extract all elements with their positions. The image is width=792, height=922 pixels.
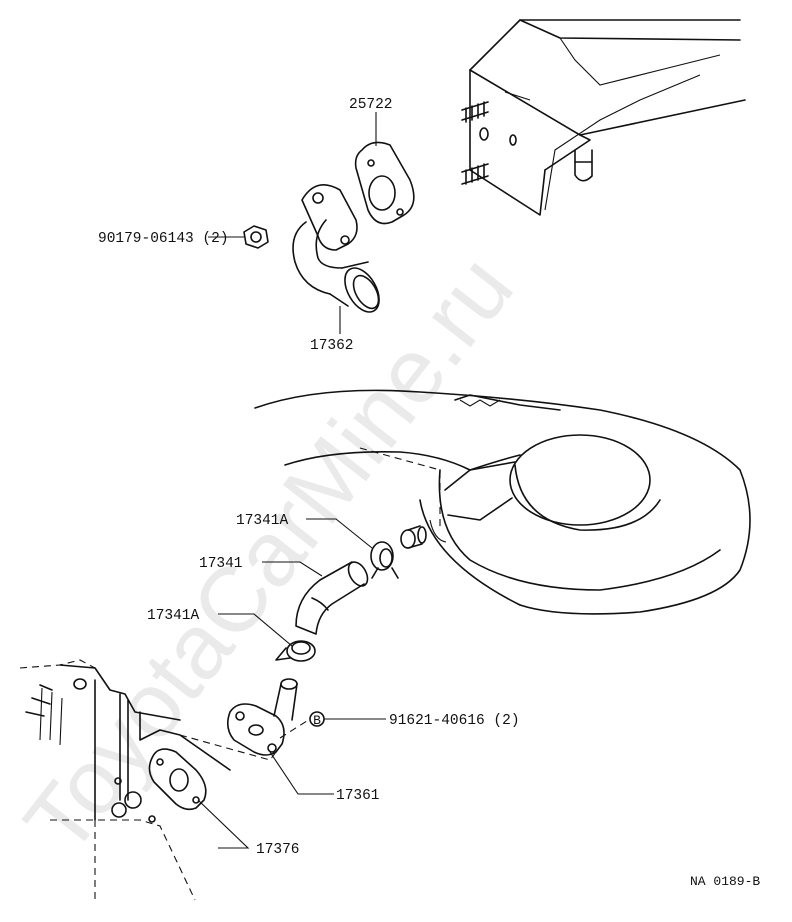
clamp-lower — [275, 640, 316, 662]
label-25722: 25722 — [349, 97, 393, 113]
clamp-upper — [370, 541, 399, 579]
nut-90179 — [243, 225, 269, 249]
label-90179-06143: 90179-06143 (2) — [98, 231, 229, 247]
label-17361: 17361 — [336, 788, 380, 804]
label-17341a-lower: 17341A — [147, 608, 200, 624]
label-17341: 17341 — [199, 556, 243, 572]
hose-cap — [400, 525, 427, 549]
watermark: ToyotaCarMine.ru — [5, 237, 532, 872]
gasket-25722 — [354, 141, 415, 225]
exhaust-manifold-block — [461, 19, 746, 216]
pipe-17362 — [292, 184, 380, 313]
label-17376: 17376 — [256, 842, 300, 858]
pipe-17361 — [226, 678, 298, 756]
leader-lines — [197, 112, 386, 849]
bolt-symbol: B — [309, 711, 325, 728]
label-17362: 17362 — [310, 338, 354, 354]
engine-block-lower — [19, 659, 286, 901]
label-17341a-upper: 17341A — [236, 513, 289, 529]
hose-17341 — [295, 561, 369, 635]
label-91621-40616: 91621-40616 (2) — [389, 713, 520, 729]
bolt-symbol-letter: B — [313, 713, 321, 728]
air-cleaner-housing — [254, 389, 751, 615]
gasket-17376 — [148, 748, 207, 811]
diagram-code: NA 0189-B — [690, 874, 760, 889]
